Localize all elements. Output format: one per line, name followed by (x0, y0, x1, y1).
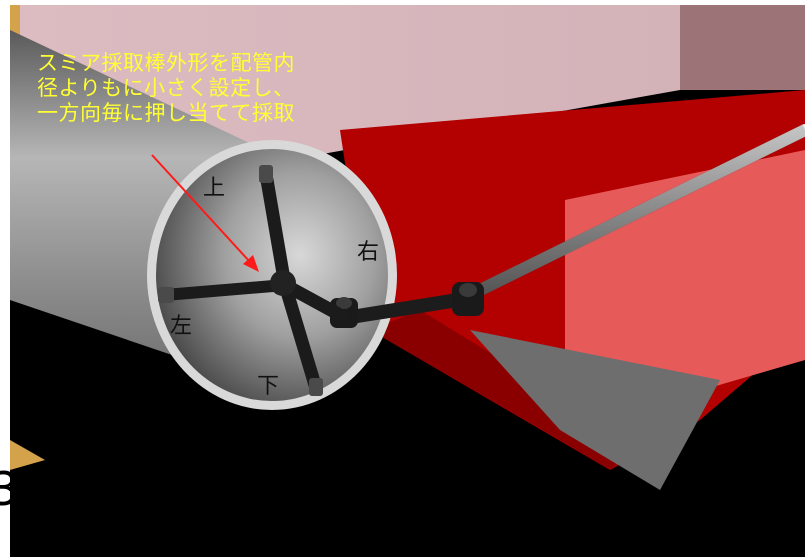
label-left: 左 (170, 316, 192, 338)
label-down: 下 (257, 376, 279, 398)
annotation-line-1: スミア採取棒外形を配管内 (37, 51, 367, 76)
annotation-line-3: 一方向毎に押し当てて採取 (37, 101, 367, 126)
edge-fragment: 3 (0, 466, 19, 512)
background-wall-dark (680, 5, 805, 90)
label-up: 上 (203, 178, 225, 200)
annotation-text: スミア採取棒外形を配管内径よりもに小さく設定し、一方向毎に押し当てて採取 (37, 51, 367, 126)
annotation-line-2: 径よりもに小さく設定し、 (37, 76, 367, 101)
joint-right (452, 282, 484, 316)
label-right: 右 (357, 242, 379, 264)
